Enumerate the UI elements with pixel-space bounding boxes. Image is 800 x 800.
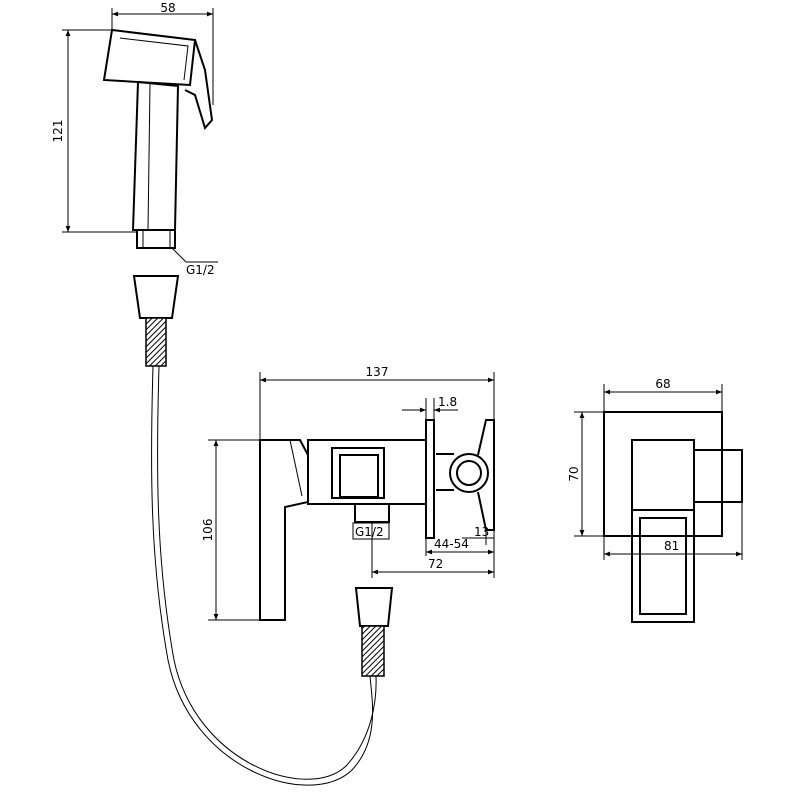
outlet-thread-callout: G1/2 <box>352 522 390 540</box>
dim-label-81: 81 <box>664 539 679 553</box>
dim-valve-height: 106 <box>201 439 260 621</box>
dim-wall-range: 44-54 <box>425 530 495 578</box>
valve-front-view <box>603 411 743 623</box>
valve-side-view <box>259 419 495 621</box>
outlet-thread-label: G1/2 <box>355 525 384 539</box>
dim-label-1-8: 1.8 <box>438 395 457 409</box>
dim-label-106: 106 <box>201 519 215 542</box>
dim-outlet-offset: 13 <box>462 525 494 545</box>
dim-plate-width: 68 <box>603 377 723 412</box>
dim-label-121: 121 <box>51 120 65 143</box>
dim-label-68: 68 <box>655 377 670 391</box>
spray-thread-label: G1/2 <box>186 263 215 277</box>
dim-label-137: 137 <box>366 365 389 379</box>
dim-outlet-distance: 72 <box>371 522 494 578</box>
dim-plate-depth: 81 <box>603 502 743 560</box>
hand-shower <box>102 28 214 249</box>
dim-flange: 1.8 <box>402 395 458 420</box>
spray-thread-callout: G1/2 <box>171 247 218 277</box>
dim-label-72: 72 <box>428 557 443 571</box>
dim-valve-length: 137 <box>259 365 495 440</box>
dim-plate-height: 70 <box>567 411 604 537</box>
shower-hose <box>132 275 394 786</box>
dim-label-44-54: 44-54 <box>434 537 469 551</box>
dim-label-70: 70 <box>567 466 581 481</box>
dim-spray-height: 121 <box>51 29 137 233</box>
dim-label-13: 13 <box>474 525 489 539</box>
dim-spray-width: 58 <box>111 1 214 105</box>
dim-label-58: 58 <box>160 1 175 15</box>
